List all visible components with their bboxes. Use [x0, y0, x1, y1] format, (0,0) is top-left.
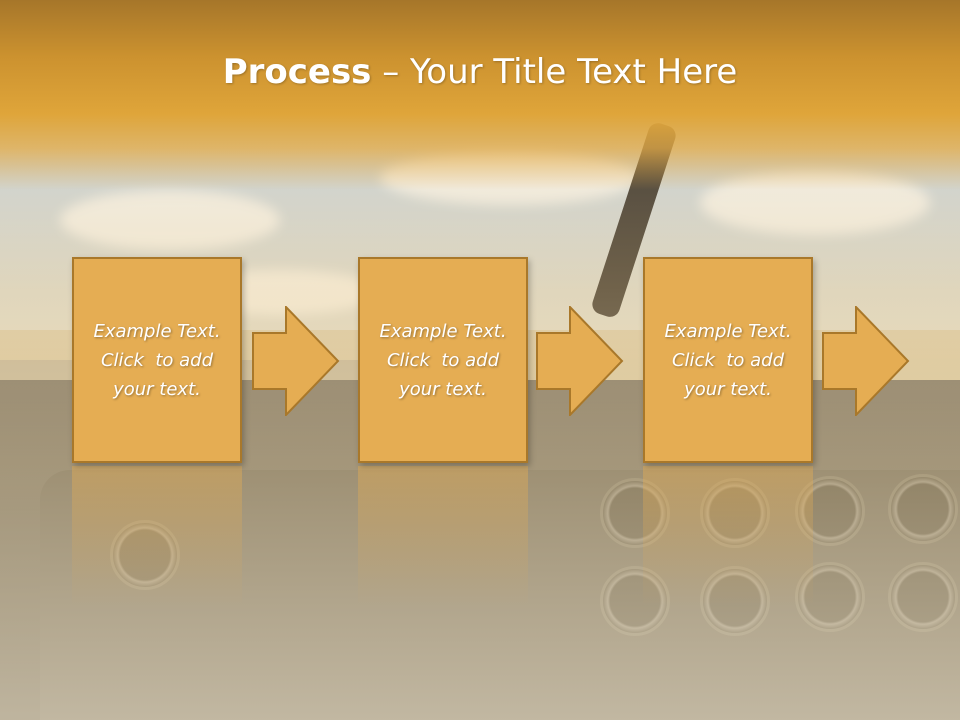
step-line: your text. [113, 378, 201, 400]
step-line: Click to add [100, 349, 213, 371]
arrow-right-icon [822, 306, 910, 416]
process-step-1[interactable]: Example Text. Click to add your text. [72, 257, 242, 463]
process-step-2[interactable]: Example Text. Click to add your text. [358, 257, 528, 463]
arrow-right-icon [536, 306, 624, 416]
title-rest: – Your Title Text Here [371, 52, 738, 92]
step-line: your text. [399, 378, 487, 400]
page-title[interactable]: Process – Your Title Text Here [0, 52, 960, 92]
box-reflection [643, 466, 813, 606]
arrow-right-icon [252, 306, 340, 416]
box-reflection [358, 466, 528, 606]
step-line: Example Text. [379, 320, 507, 342]
step-text: Example Text. Click to add your text. [368, 317, 518, 404]
step-line: your text. [684, 378, 772, 400]
step-text: Example Text. Click to add your text. [653, 317, 803, 404]
step-line: Click to add [386, 349, 499, 371]
process-step-3[interactable]: Example Text. Click to add your text. [643, 257, 813, 463]
step-line: Example Text. [664, 320, 792, 342]
step-line: Click to add [671, 349, 784, 371]
box-reflection [72, 466, 242, 606]
title-bold: Process [222, 52, 372, 92]
step-line: Example Text. [93, 320, 221, 342]
step-text: Example Text. Click to add your text. [82, 317, 232, 404]
title-band [0, 0, 960, 190]
